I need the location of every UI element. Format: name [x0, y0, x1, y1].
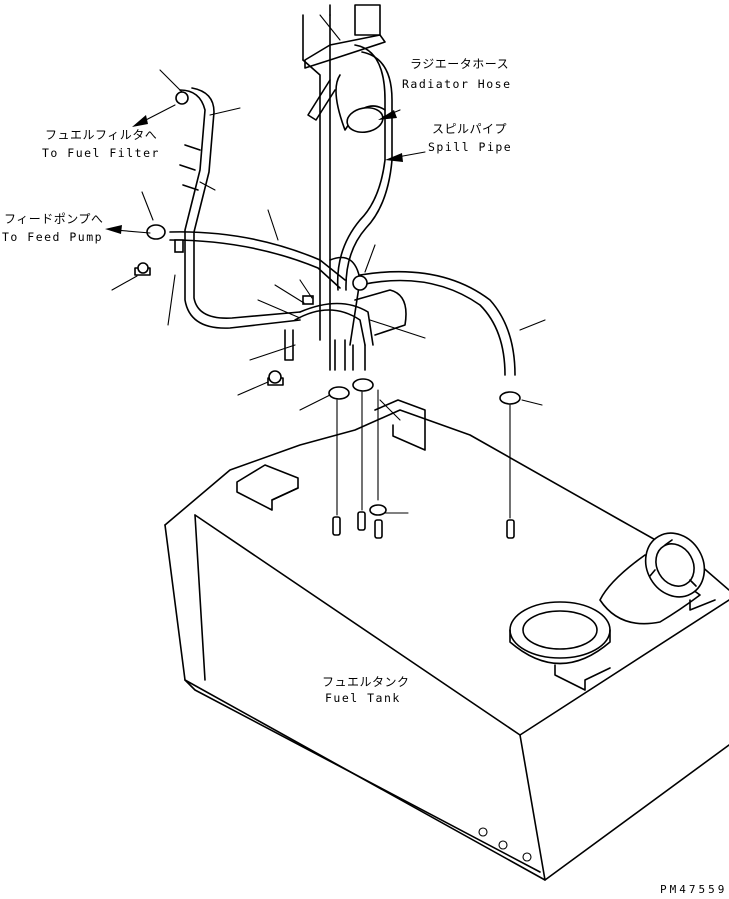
fuel-filter-label-en: To Fuel Filter	[42, 146, 160, 160]
drawing-code: PM47559	[660, 883, 727, 896]
arrow-to-fuel-filter-icon	[132, 115, 148, 127]
spill-pipe-label-jp: スピルパイプ	[432, 122, 507, 136]
fuel-tank	[164, 399, 729, 881]
arrows	[105, 104, 426, 234]
drop-lines	[332, 389, 515, 539]
radiator-hose-assembly	[302, 4, 386, 371]
leader-lines	[111, 14, 546, 514]
arrow-to-feed-pump-icon	[105, 225, 122, 234]
clamps	[134, 91, 521, 516]
fuel-tank-label-jp: フュエルタンク	[322, 675, 410, 689]
fuel-tank-label-en: Fuel Tank	[325, 691, 401, 705]
arrow-radiator-hose-icon	[378, 110, 397, 120]
feed-pump-label-jp: フィードポンプへ	[4, 212, 103, 226]
feed-pump-label-en: To Feed Pump	[2, 230, 103, 244]
radiator-hose-label-jp: ラジエータホース	[410, 57, 509, 71]
arrow-spill-pipe-icon	[385, 153, 403, 162]
spill-pipe-lines	[169, 44, 516, 376]
spill-pipe-label-en: Spill Pipe	[428, 140, 512, 154]
fuel-filter-label-jp: フュエルフィルタへ	[45, 128, 157, 142]
radiator-hose-label-en: Radiator Hose	[402, 77, 512, 91]
